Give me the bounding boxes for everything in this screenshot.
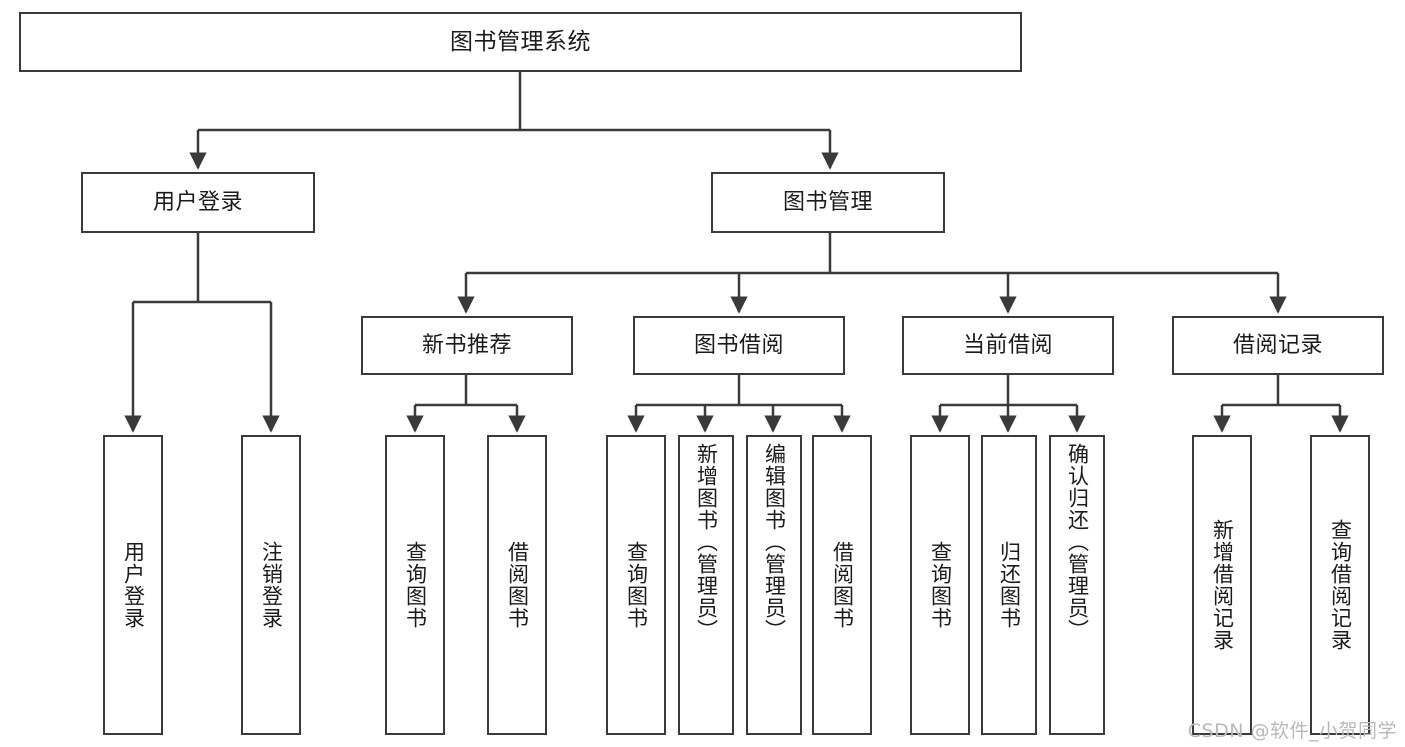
node-book-manage[interactable]: 图书管理	[711, 172, 945, 233]
leaf-bookborrow-borrow-book-label: 借阅图书	[830, 541, 855, 629]
leaf-bookborrow-query-book[interactable]: 查询图书	[606, 435, 666, 735]
node-new-book-recommend-label: 新书推荐	[421, 332, 512, 358]
leaf-bookborrow-edit-book-label: 编辑图书（管理员）	[762, 443, 787, 641]
leaf-currentborrow-return-book[interactable]: 归还图书	[981, 435, 1037, 735]
node-borrow-record-label: 借阅记录	[1232, 332, 1323, 358]
node-current-borrow[interactable]: 当前借阅	[902, 316, 1114, 375]
leaf-currentborrow-query-book-label: 查询图书	[928, 541, 953, 629]
leaf-currentborrow-confirm-return-label: 确认归还（管理员）	[1065, 443, 1090, 641]
leaf-user-login-label: 用户登录	[121, 541, 146, 629]
node-user-login-label: 用户登录	[152, 189, 243, 215]
leaf-user-login[interactable]: 用户登录	[103, 435, 163, 735]
node-book-borrow-label: 图书借阅	[693, 332, 784, 358]
node-root[interactable]: 图书管理系统	[19, 12, 1022, 72]
node-root-label: 图书管理系统	[450, 28, 591, 55]
leaf-bookborrow-edit-book[interactable]: 编辑图书（管理员）	[746, 435, 802, 735]
node-new-book-recommend[interactable]: 新书推荐	[361, 316, 573, 375]
leaf-bookborrow-query-book-label: 查询图书	[624, 541, 649, 629]
node-book-manage-label: 图书管理	[782, 189, 873, 215]
node-user-login[interactable]: 用户登录	[81, 172, 315, 233]
leaf-currentborrow-confirm-return[interactable]: 确认归还（管理员）	[1049, 435, 1105, 735]
leaf-newbook-borrow-book[interactable]: 借阅图书	[487, 435, 547, 735]
node-book-borrow[interactable]: 图书借阅	[633, 316, 845, 375]
leaf-newbook-borrow-book-label: 借阅图书	[505, 541, 530, 629]
leaf-bookborrow-add-book[interactable]: 新增图书（管理员）	[678, 435, 734, 735]
leaf-logout[interactable]: 注销登录	[241, 435, 301, 735]
leaf-newbook-query-book[interactable]: 查询图书	[385, 435, 445, 735]
leaf-borrowrecord-add-record[interactable]: 新增借阅记录	[1192, 435, 1252, 735]
node-current-borrow-label: 当前借阅	[962, 332, 1053, 358]
leaf-logout-label: 注销登录	[259, 541, 284, 629]
watermark: CSDN @软件_小贺同学	[1187, 720, 1397, 742]
leaf-currentborrow-query-book[interactable]: 查询图书	[910, 435, 970, 735]
leaf-newbook-query-book-label: 查询图书	[403, 541, 428, 629]
leaf-bookborrow-add-book-label: 新增图书（管理员）	[694, 443, 719, 641]
leaf-borrowrecord-query-record[interactable]: 查询借阅记录	[1310, 435, 1370, 735]
node-borrow-record[interactable]: 借阅记录	[1172, 316, 1384, 375]
leaf-bookborrow-borrow-book[interactable]: 借阅图书	[812, 435, 872, 735]
leaf-currentborrow-return-book-label: 归还图书	[997, 541, 1022, 629]
leaf-borrowrecord-query-record-label: 查询借阅记录	[1328, 519, 1353, 651]
leaf-borrowrecord-add-record-label: 新增借阅记录	[1210, 519, 1235, 651]
